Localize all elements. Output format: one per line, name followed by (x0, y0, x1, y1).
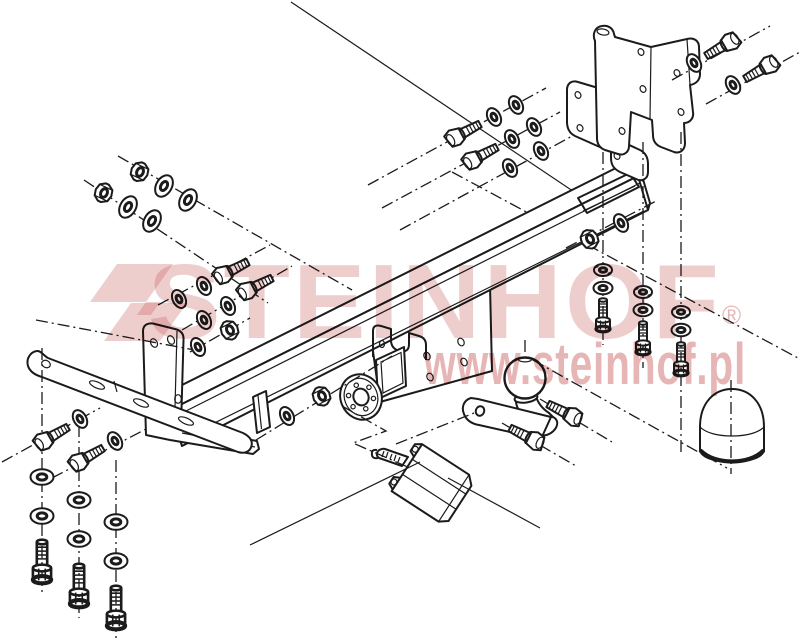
washer (149, 170, 179, 202)
washer (504, 92, 528, 118)
watermark-brand-text: STEINHOF (148, 243, 722, 361)
registered-mark: ® (722, 300, 741, 330)
washer (500, 126, 524, 152)
washer (482, 104, 506, 130)
hex-nut (126, 158, 153, 186)
washer (173, 184, 203, 216)
washer (113, 191, 143, 223)
top-center-fasteners (367, 87, 575, 231)
washer (68, 406, 92, 432)
washer (66, 490, 92, 510)
washer (498, 155, 522, 181)
washer (103, 428, 127, 454)
hex-bolt (65, 439, 109, 476)
top-left-fasteners (83, 155, 353, 304)
vertical-fasteners-right (592, 132, 692, 452)
bracket-end-tab (252, 390, 271, 434)
washer (103, 512, 129, 532)
washer (103, 551, 129, 571)
hex-nut (90, 179, 117, 207)
beam-window (577, 172, 640, 214)
washer (29, 467, 55, 487)
hex-bolt (700, 28, 744, 65)
washer (529, 138, 553, 164)
steinhof-logo-icon (90, 264, 187, 341)
socket-mounting-flange (339, 373, 383, 421)
electrical-socket (249, 405, 541, 546)
bottom-left-fasteners (1, 348, 149, 638)
washer (522, 114, 546, 140)
flat-bar-bracket (26, 349, 253, 454)
washer (275, 403, 299, 429)
watermark-layer: STEINHOF ® www.steinhof.pl (90, 243, 746, 397)
hex-bolt (30, 418, 74, 455)
top-right-bracket (592, 24, 701, 156)
hex-bolt (739, 51, 783, 88)
ball-bolts (501, 340, 613, 467)
watermark-website-text: www.steinhof.pl (423, 332, 746, 397)
top-right-fasteners (671, 25, 800, 105)
washer (66, 529, 92, 549)
ball-cover-cap (532, 359, 766, 474)
washer (29, 506, 55, 526)
under-bar-fasteners (255, 199, 659, 445)
hex-bolt (441, 115, 486, 151)
hex-bolt (458, 138, 503, 174)
guide-lines (290, 1, 799, 359)
